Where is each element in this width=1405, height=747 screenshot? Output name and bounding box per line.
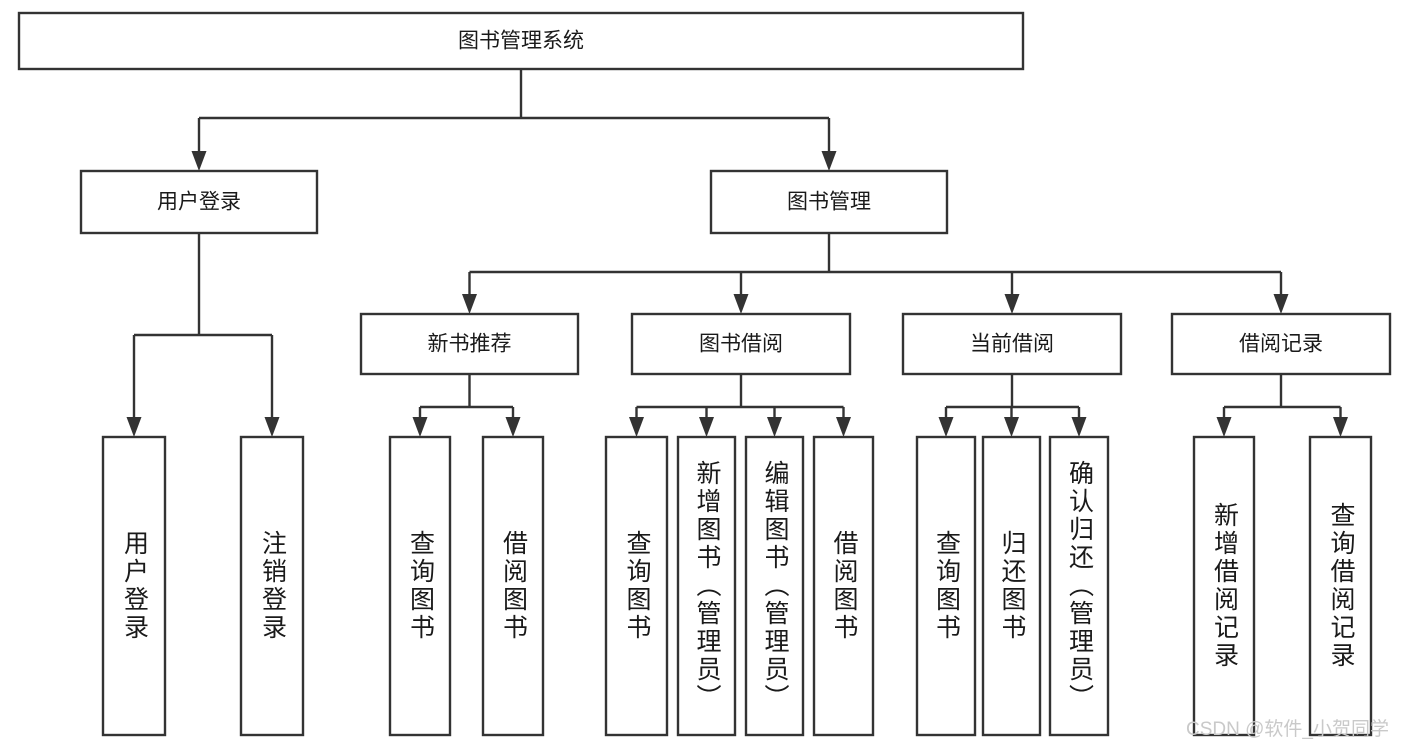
- node-label-current-borrow: 当前借阅: [970, 333, 1054, 356]
- book-borrow-arrow-1: [699, 417, 714, 437]
- node-box-leaf-confirm-return[interactable]: [1048, 435, 1110, 737]
- node-box-book-borrow[interactable]: [630, 312, 852, 376]
- node-box-new-book-rec[interactable]: [359, 312, 580, 376]
- current-borrow-arrow-1: [1004, 417, 1019, 437]
- node-box-root[interactable]: [17, 11, 1025, 71]
- borrow-record-arrow-0: [1216, 417, 1232, 437]
- book-borrow-arrow-0: [629, 417, 644, 437]
- node-label-user-login: 用户登录: [157, 191, 241, 214]
- root-arrow-1: [821, 151, 837, 171]
- node-box-book-manage[interactable]: [709, 169, 949, 235]
- node-box-leaf-query-book-rec[interactable]: [388, 435, 452, 737]
- node-box-leaf-return-book[interactable]: [981, 435, 1042, 737]
- node-box-leaf-add-record[interactable]: [1192, 435, 1256, 737]
- node-box-current-borrow[interactable]: [901, 312, 1123, 376]
- user-login-arrow-1: [264, 417, 280, 437]
- node-box-leaf-user-login[interactable]: [101, 435, 167, 737]
- node-box-leaf-borrow-book[interactable]: [812, 435, 875, 737]
- new-book-rec-arrow-1: [505, 417, 521, 437]
- node-box-leaf-add-book[interactable]: [676, 435, 737, 737]
- book-borrow-arrow-2: [767, 417, 782, 437]
- node-box-leaf-query-book[interactable]: [604, 435, 669, 737]
- node-label-new-book-rec: 新书推荐: [428, 333, 512, 356]
- node-box-leaf-query-record[interactable]: [1308, 435, 1373, 737]
- node-box-leaf-logout[interactable]: [239, 435, 305, 737]
- book-borrow-arrow-3: [836, 417, 851, 437]
- new-book-rec-arrow-0: [412, 417, 428, 437]
- node-box-user-login[interactable]: [79, 169, 319, 235]
- node-box-borrow-record[interactable]: [1170, 312, 1392, 376]
- current-borrow-arrow-2: [1071, 417, 1087, 437]
- node-box-leaf-query-book-cur[interactable]: [915, 435, 977, 737]
- node-box-leaf-borrow-book-rec[interactable]: [481, 435, 545, 737]
- book-manage-arrow-0: [462, 294, 477, 314]
- node-label-borrow-record: 借阅记录: [1239, 333, 1323, 356]
- node-boxes: [17, 11, 1392, 737]
- node-label-book-manage: 图书管理: [787, 191, 871, 214]
- node-label-book-borrow: 图书借阅: [699, 333, 783, 356]
- csdn-watermark: CSDN @软件_小贺同学: [1186, 719, 1389, 740]
- root-arrow-0: [191, 151, 207, 171]
- node-box-leaf-edit-book[interactable]: [744, 435, 805, 737]
- user-login-arrow-0: [126, 417, 142, 437]
- current-borrow-arrow-0: [938, 417, 954, 437]
- book-manage-arrow-2: [1004, 294, 1020, 314]
- book-manage-arrow-3: [1273, 294, 1289, 314]
- connector-lines: [126, 69, 1348, 437]
- borrow-record-arrow-1: [1333, 417, 1348, 437]
- node-label-root: 图书管理系统: [458, 30, 584, 53]
- book-manage-arrow-1: [733, 294, 749, 314]
